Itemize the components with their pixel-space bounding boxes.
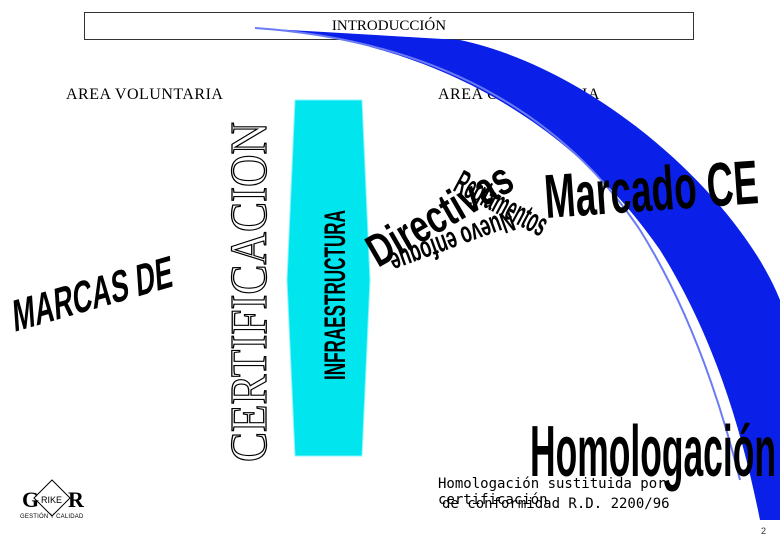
svg-text:R: R xyxy=(68,487,85,512)
infraestructura-text: INFRAESTRUCTURA xyxy=(319,210,352,380)
certificacion-text: CERTIFICACION xyxy=(221,122,278,462)
marcas-de-text: MARCAS DE xyxy=(11,247,174,342)
area-voluntaria-label: AREA VOLUNTARIA xyxy=(66,86,224,103)
grike-logo: G RIKE R xyxy=(22,479,85,517)
note-line-2: de conformidad R.D. 2200/96 xyxy=(442,496,670,512)
svg-text:RIKE: RIKE xyxy=(41,495,62,505)
blue-wave-shape xyxy=(255,28,780,520)
svg-text:G: G xyxy=(22,487,39,512)
logo-subtitle: GESTIÓN Y CALIDAD xyxy=(20,514,84,520)
infraestructura-band xyxy=(286,99,371,457)
homologacion-text: Homologación xyxy=(530,412,776,492)
marcado-ce-text: Marcado CE xyxy=(542,148,760,232)
page-number: 2 xyxy=(760,526,766,536)
note-line-1: Homologación sustituida por certificació… xyxy=(438,476,666,508)
blue-wave-highlight xyxy=(254,27,741,481)
page-title: INTRODUCCIÓN xyxy=(331,18,447,34)
